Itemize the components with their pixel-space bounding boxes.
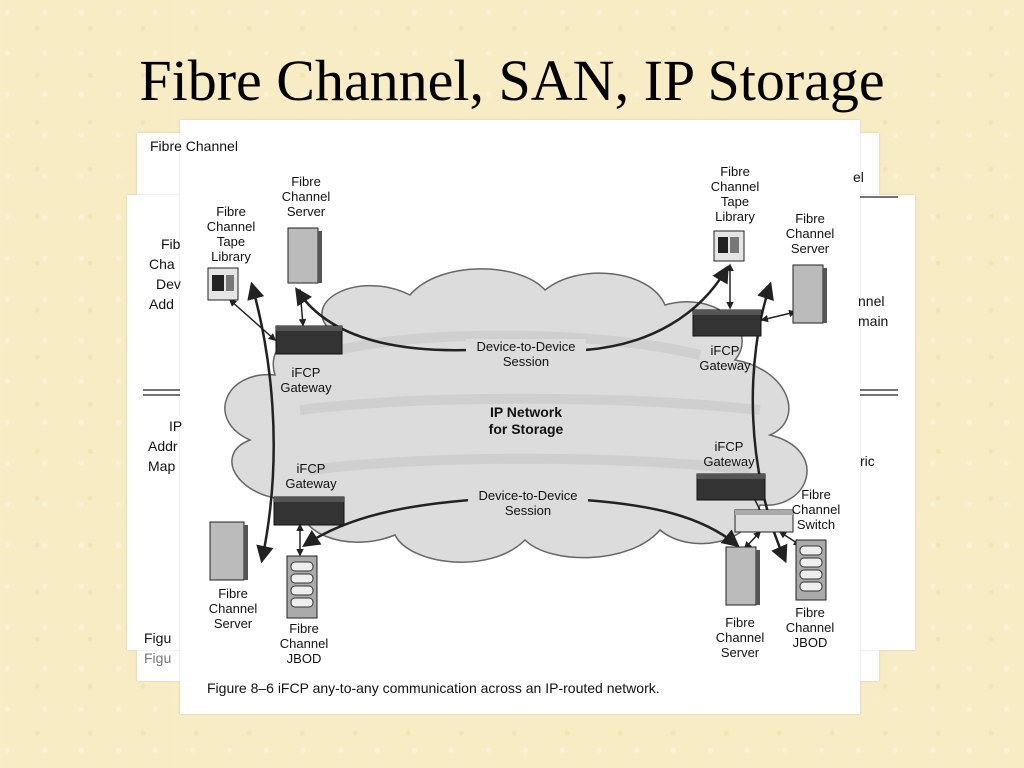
back-fragment: Cha bbox=[149, 256, 175, 272]
back-fragment: Map bbox=[148, 458, 176, 474]
link-tape-gateway bbox=[228, 299, 277, 341]
server-icon bbox=[725, 546, 760, 606]
link-gateway-server-right bbox=[760, 309, 797, 323]
back-fragment: Dev bbox=[156, 276, 181, 292]
tape-library-icon bbox=[207, 267, 239, 301]
session-top-right-link bbox=[584, 264, 729, 352]
back-fragment: Fib bbox=[161, 236, 181, 252]
server-icon bbox=[209, 521, 248, 581]
session-bottom-right-link bbox=[584, 498, 740, 548]
back-fragment: Figu bbox=[144, 630, 172, 646]
link-gateway-switch bbox=[754, 499, 761, 511]
jbod-disk-icon bbox=[286, 555, 318, 619]
back-fragment: Figu bbox=[144, 650, 172, 666]
link-server-gateway bbox=[296, 288, 307, 327]
link-switch-server bbox=[743, 530, 762, 550]
back-fragment: Addr bbox=[148, 438, 178, 454]
gateway-icon bbox=[273, 496, 345, 526]
cloud-texture bbox=[299, 330, 761, 475]
tape-library-icon bbox=[713, 230, 745, 262]
gateway-icon bbox=[692, 309, 762, 337]
back-fragment: IP bbox=[169, 418, 183, 434]
figure-caption: Figure 8–6 iFCP any-to-any communication… bbox=[207, 680, 660, 696]
session-top-left-link bbox=[295, 287, 471, 352]
back-fragment: el bbox=[853, 169, 864, 185]
gateway-icon bbox=[275, 325, 343, 355]
back-fragment: Add bbox=[149, 296, 174, 312]
switch-icon bbox=[734, 509, 794, 533]
server-icon bbox=[287, 227, 322, 284]
gateway-icon bbox=[696, 473, 766, 501]
session-bottom-left-link bbox=[302, 498, 471, 547]
back-fragment: nnel bbox=[858, 293, 885, 309]
back-fragment: ric bbox=[860, 453, 875, 469]
back-fragment: main bbox=[858, 313, 889, 329]
server-icon bbox=[792, 264, 827, 324]
jbod-disk-icon bbox=[795, 539, 827, 601]
back-page-heading: Fibre Channel bbox=[150, 138, 238, 154]
slide-title: Fibre Channel, SAN, IP Storage bbox=[139, 48, 885, 113]
